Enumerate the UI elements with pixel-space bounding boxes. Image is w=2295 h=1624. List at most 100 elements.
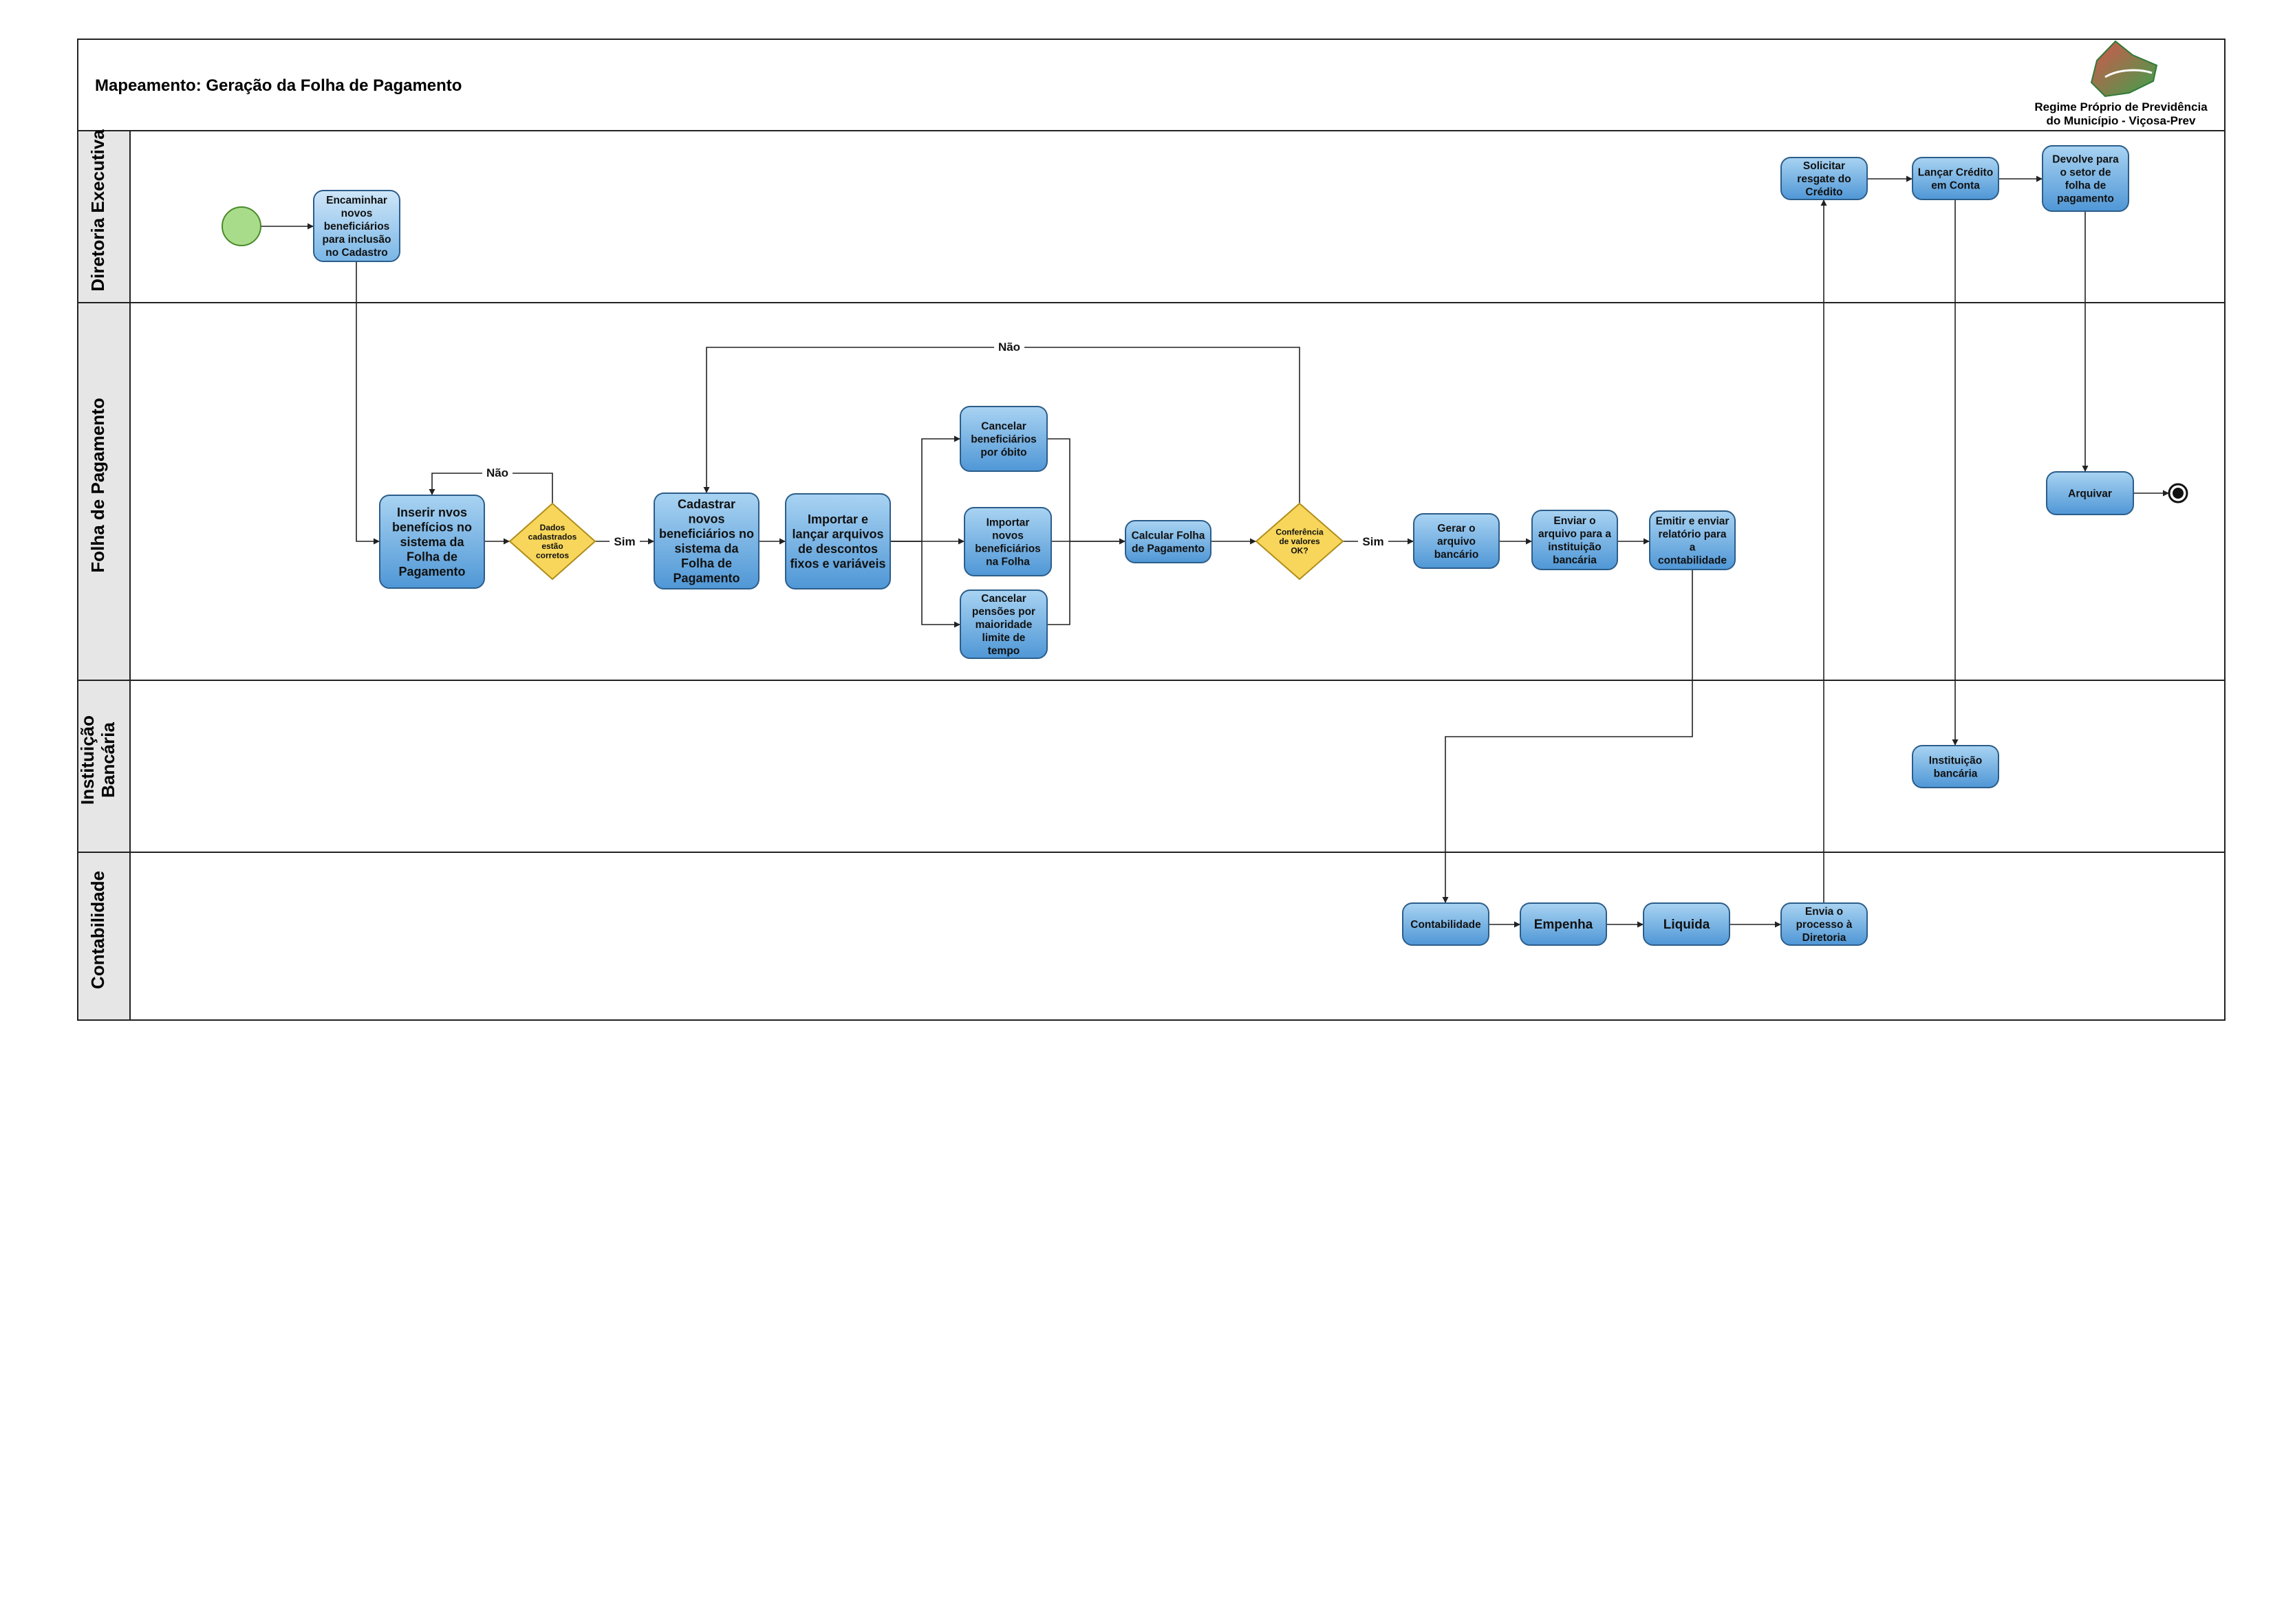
task-box[interactable] (960, 589, 1048, 659)
node-label-line: estão (541, 541, 563, 551)
lane-title-contab: Contabilidade (87, 871, 108, 989)
edge-label-dados-to-inserir: Não (486, 466, 508, 479)
task-box[interactable] (654, 492, 759, 589)
task-box[interactable] (960, 406, 1048, 472)
task-box[interactable] (1413, 513, 1500, 569)
edge-importar-arq-to-canc-pensoes (890, 541, 960, 628)
edge-label-conferencia-to-gerar: Sim (1362, 535, 1383, 548)
node-label-line: beneficiários no (659, 527, 754, 541)
node-label-line: bancária (1553, 554, 1597, 566)
task-contabilidade[interactable]: Contabilidade (1402, 902, 1489, 946)
lane-title-banco-2: Bancária (98, 722, 118, 798)
node-label-line: folha de (2065, 180, 2107, 191)
task-box[interactable] (1780, 157, 1868, 200)
node-label-line: lançar arquivos (792, 528, 883, 541)
node-label-line: Cancelar (981, 593, 1026, 605)
node-label-line: Solicitar (1803, 160, 1845, 172)
edge-encaminhar-to-inserir (356, 261, 380, 545)
node-label-line: beneficiários (324, 221, 390, 232)
task-box[interactable] (1912, 745, 1999, 788)
node-label-line: benefícios no (392, 520, 472, 534)
node-label-line: novos (688, 512, 724, 526)
node-label-line: Importar (987, 517, 1030, 528)
task-box[interactable] (1649, 510, 1736, 570)
task-box[interactable] (379, 495, 485, 589)
node-label-line: Envia o (1805, 906, 1843, 918)
start-event-circle[interactable] (222, 206, 261, 246)
node-label-line: bancária (1934, 768, 1978, 779)
node-label-line: Enviar o (1553, 515, 1595, 527)
edge-label-bg (482, 465, 513, 480)
task-box[interactable] (785, 493, 891, 589)
node-label-line: maioridade (976, 619, 1033, 631)
node-label-line: sistema da (674, 542, 739, 556)
gateway-diamond[interactable] (508, 502, 596, 581)
edge-label-conferencia-to-cadastrar: Não (998, 340, 1020, 354)
edge-label-bg (994, 339, 1024, 354)
lane-folha: Folha de Pagamento (77, 302, 2225, 681)
task-box[interactable] (1643, 902, 1730, 946)
start-event[interactable] (222, 206, 261, 246)
node-label-line: limite de (982, 632, 1026, 644)
task-box[interactable] (2046, 471, 2134, 515)
node-label-line: Empenha (1534, 918, 1593, 932)
node-label-line: Gerar o (1437, 523, 1475, 534)
task-box[interactable] (1780, 902, 1868, 946)
node-label-line: sistema da (400, 535, 464, 549)
end-event[interactable] (2168, 483, 2188, 504)
task-box[interactable] (1531, 510, 1618, 570)
task-empenha[interactable]: Empenha (1520, 902, 1607, 946)
node-label-line: para inclusão (323, 234, 391, 246)
page-title: Mapeamento: Geração da Folha de Pagament… (95, 76, 462, 95)
node-label-line: Cancelar (981, 420, 1026, 432)
org-name-line2: do Município - Viçosa-Prev (2047, 114, 2196, 127)
lane-diretoria: Diretoria Executiva (77, 129, 2225, 303)
end-event-inner (2173, 488, 2184, 499)
node-label-line: de descontos (798, 542, 878, 556)
node-label-line: Contabilidade (1410, 919, 1481, 931)
task-box[interactable] (2042, 145, 2129, 212)
node-label-line: de Pagamento (1132, 543, 1205, 554)
node-label-line: arquivo para a (1538, 528, 1611, 540)
task-liquida[interactable]: Liquida (1643, 902, 1730, 946)
node-label-line: pensões por (972, 606, 1035, 618)
org-name-line1: Regime Próprio de Previdência (2034, 100, 2208, 113)
task-box[interactable] (313, 190, 400, 262)
node-label-line: Arquivar (2068, 488, 2112, 499)
node-label-line: cadastrados (528, 532, 577, 541)
task-box[interactable] (1125, 520, 1211, 563)
gateway-diamond[interactable] (1255, 502, 1344, 581)
node-label-line: pagamento (2057, 193, 2114, 204)
task-box[interactable] (964, 507, 1052, 576)
node-label-line: Folha de (407, 550, 457, 563)
task-arquivar[interactable]: Arquivar (2046, 471, 2134, 515)
node-label-line: Inserir nvos (397, 506, 467, 519)
task-box[interactable] (1912, 157, 1999, 200)
node-label-line: beneficiários (975, 543, 1041, 554)
edge-canc-pensoes-to-calcular (1047, 541, 1070, 625)
task-box[interactable] (1520, 902, 1607, 946)
task-box[interactable] (1402, 902, 1489, 946)
